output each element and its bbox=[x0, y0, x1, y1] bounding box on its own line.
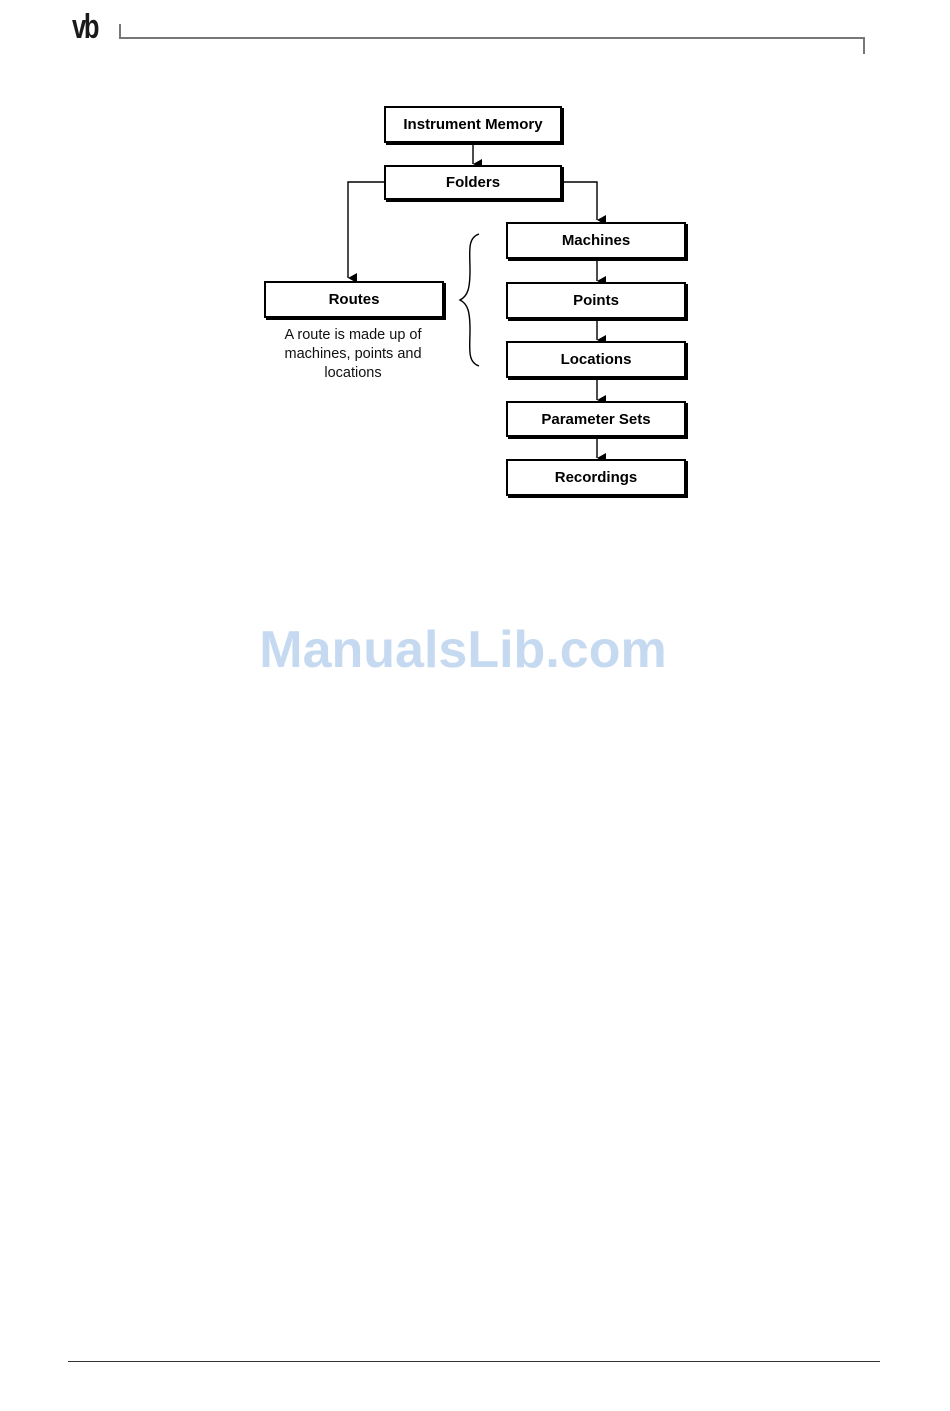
curly-brace bbox=[460, 234, 479, 366]
arrow-folders-to-routes bbox=[348, 182, 384, 278]
node-points: Points bbox=[506, 282, 686, 319]
footer-rule bbox=[68, 1361, 880, 1362]
node-parameter-sets: Parameter Sets bbox=[506, 401, 686, 437]
node-machines: Machines bbox=[506, 222, 686, 259]
node-recordings: Recordings bbox=[506, 459, 686, 496]
node-routes: Routes bbox=[264, 281, 444, 318]
arrow-folders-to-machines bbox=[562, 182, 597, 220]
node-locations: Locations bbox=[506, 341, 686, 378]
route-note: A route is made up of machines, points a… bbox=[262, 326, 444, 383]
watermark: ManualsLib.com bbox=[0, 620, 938, 680]
node-folders: Folders bbox=[384, 165, 562, 200]
node-instrument-memory: Instrument Memory bbox=[384, 106, 562, 143]
